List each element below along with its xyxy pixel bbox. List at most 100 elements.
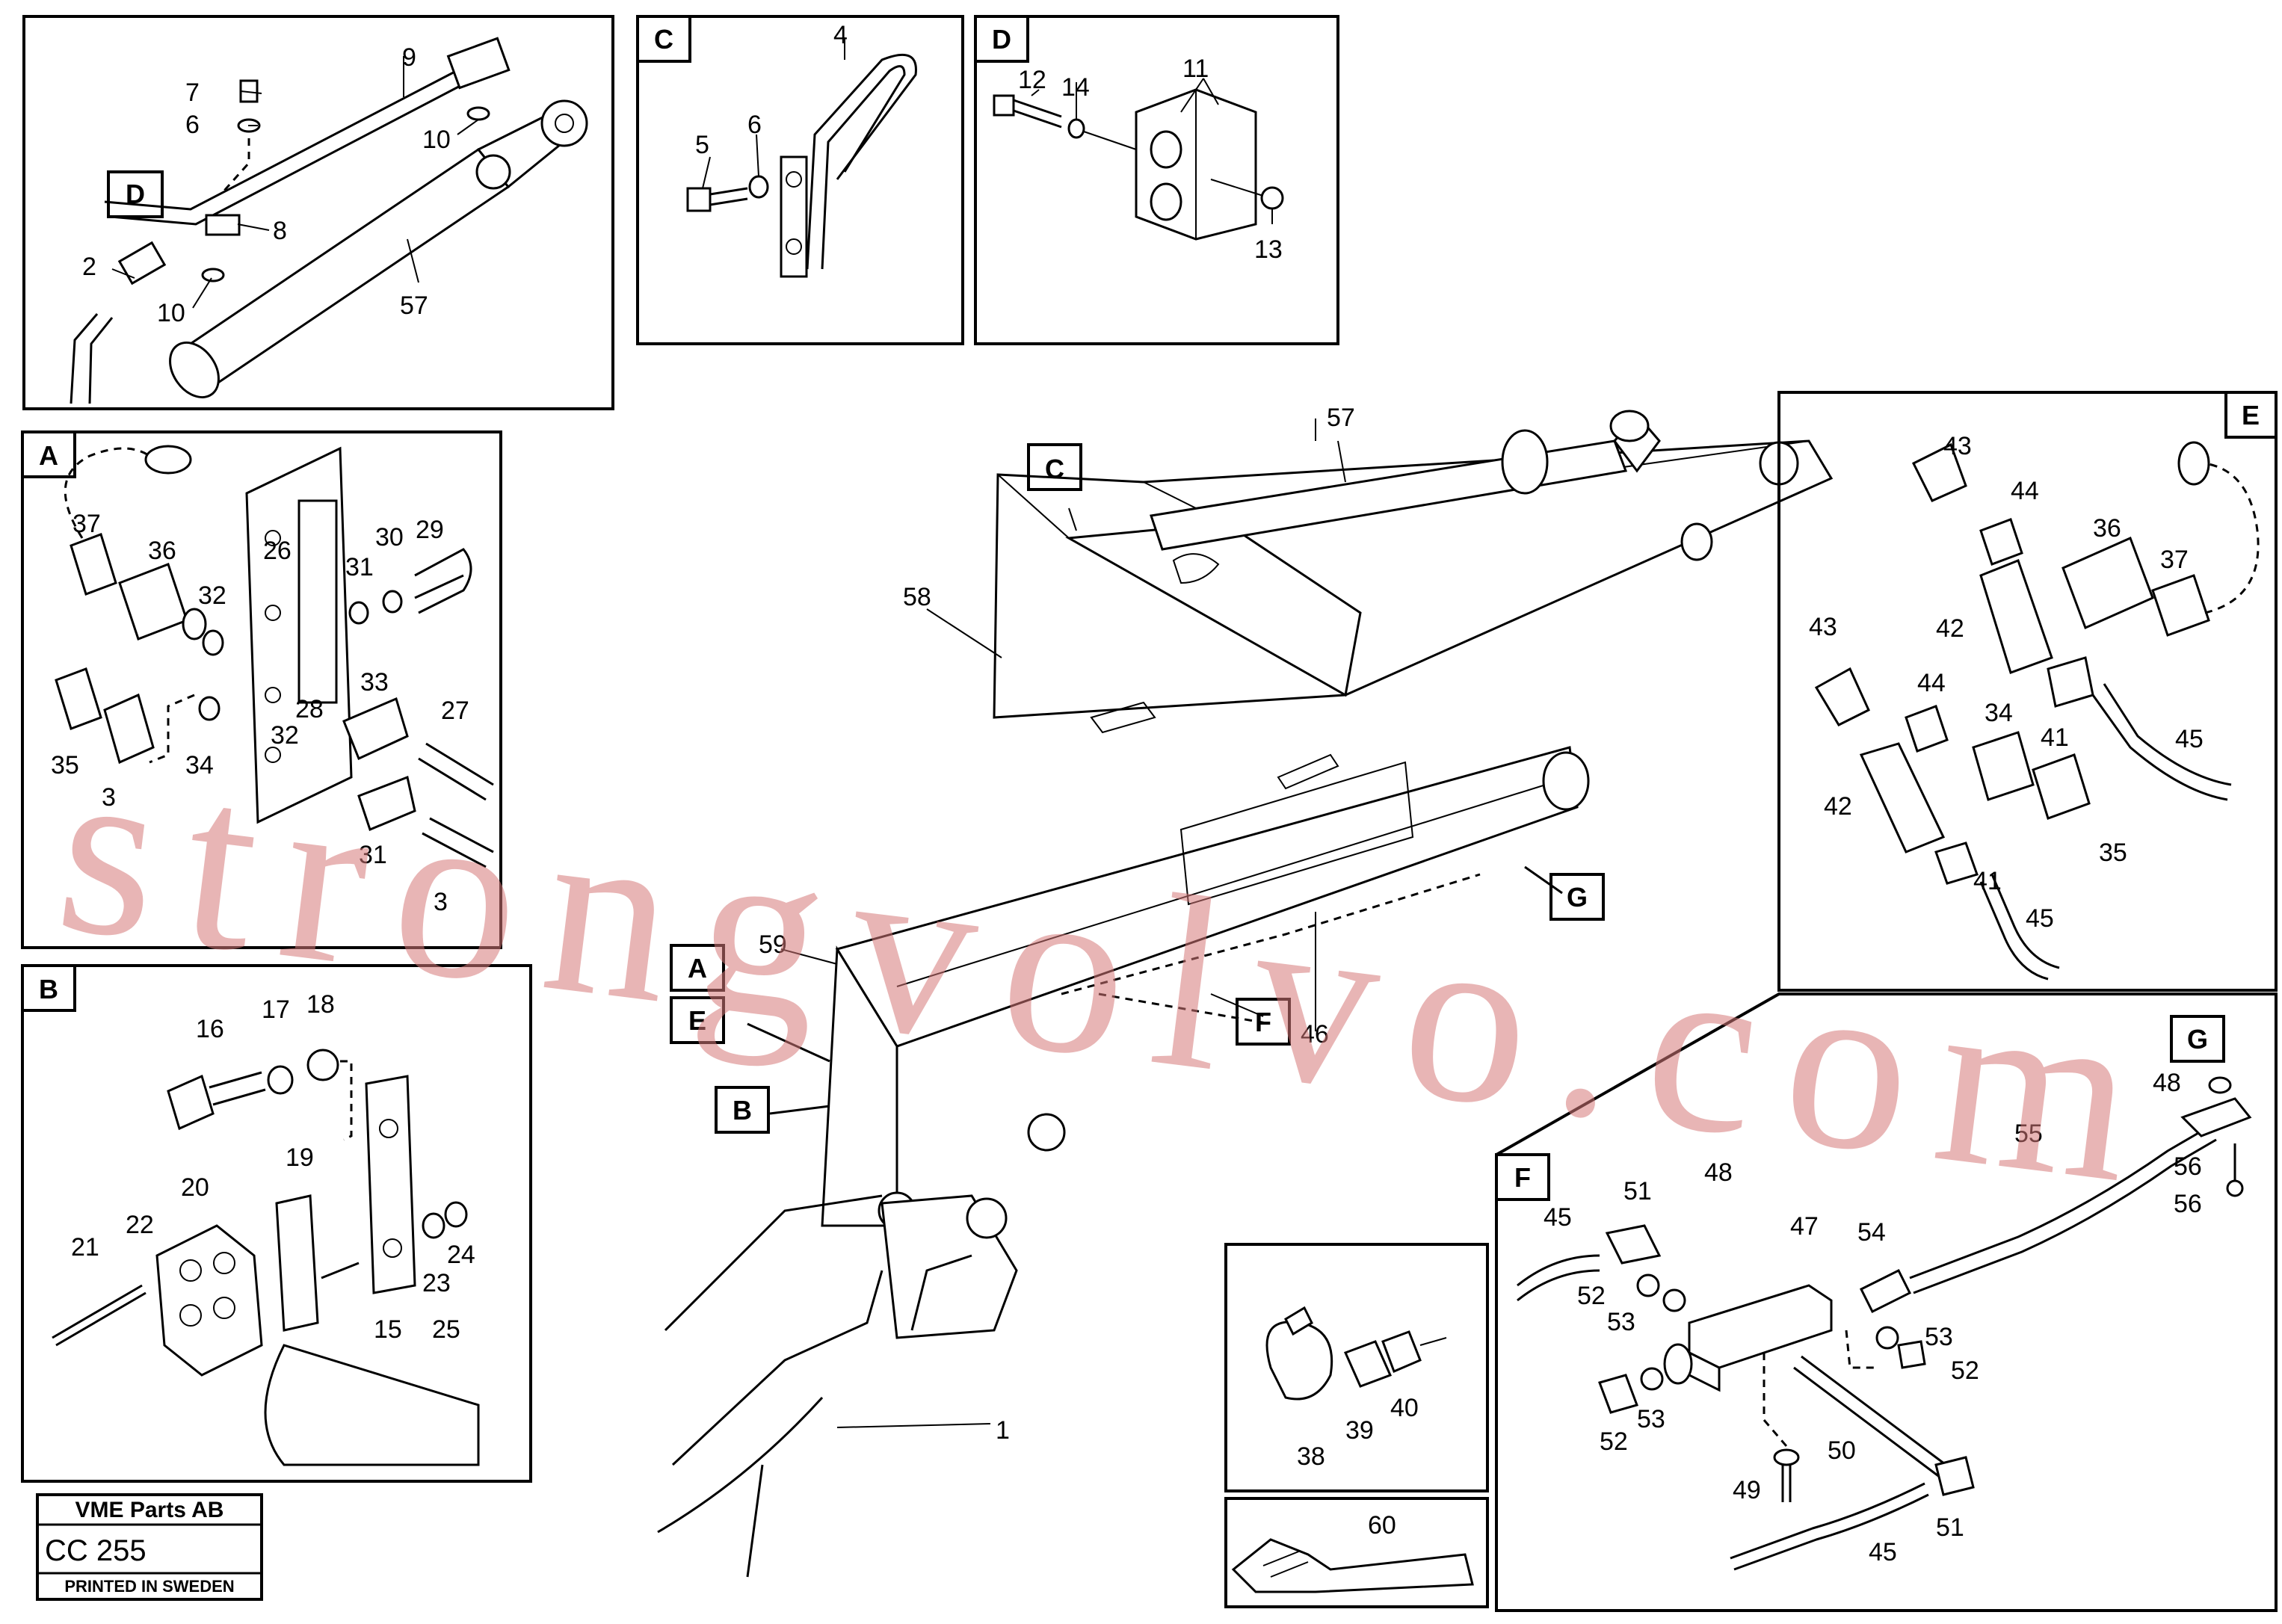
callout-41a: 41 <box>2041 723 2069 752</box>
stamp-footer: PRINTED IN SWEDEN <box>64 1577 234 1596</box>
tag-f: F <box>1514 1162 1531 1193</box>
callout-19: 19 <box>286 1143 314 1172</box>
callout-6: 6 <box>185 111 200 139</box>
stamp-company: VME Parts AB <box>75 1498 224 1522</box>
callout-15: 15 <box>374 1315 402 1344</box>
callout-35-a: 35 <box>51 751 79 779</box>
callout-26: 26 <box>263 537 292 565</box>
parts-stamp: VME Parts AB CC 255 PRINTED IN SWEDEN <box>36 1493 263 1601</box>
callout-45-f2: 45 <box>1869 1538 1897 1566</box>
callout-44a: 44 <box>2011 477 2039 505</box>
callout-31a: 31 <box>345 553 374 581</box>
tag-b-main: B <box>733 1095 752 1126</box>
callout-34-a: 3 <box>102 783 116 812</box>
panel-detail-d: D 11 12 14 13 <box>974 15 1339 345</box>
panel-detail-f: F G 48 51 47 54 45 52 <box>1495 992 2278 1612</box>
stamp-code: CC 255 <box>45 1534 147 1567</box>
callout-11: 11 <box>1182 55 1209 83</box>
callout-29: 29 <box>416 516 444 544</box>
tag-a-main: A <box>688 953 707 984</box>
callout-36-a: 36 <box>148 537 176 565</box>
callout-51a: 51 <box>1623 1177 1652 1205</box>
callout-59: 59 <box>759 930 787 959</box>
tag-d: D <box>992 24 1011 55</box>
callout-56b: 56 <box>2174 1190 2202 1218</box>
panel-mat-detail: 60 <box>1224 1497 1489 1608</box>
panel-detail-a: A 37 36 26 30 2 <box>21 430 502 949</box>
callout-57-main: 57 <box>1327 404 1355 432</box>
panel-cylinder-detail: D 9 7 6 10 8 2 10 57 <box>22 15 614 410</box>
callout-7: 7 <box>185 78 200 107</box>
callout-16: 16 <box>196 1015 224 1043</box>
callout-52c: 52 <box>1600 1427 1628 1456</box>
callout-20: 20 <box>181 1173 209 1202</box>
callout-8: 8 <box>273 217 287 245</box>
callout-53c: 53 <box>1637 1405 1665 1433</box>
tag-c-main: C <box>1045 454 1064 484</box>
callout-21: 21 <box>71 1233 99 1262</box>
callout-2: 2 <box>82 253 96 281</box>
callout-24: 24 <box>447 1241 475 1269</box>
tag-e: E <box>2242 400 2260 430</box>
callout-37-a: 37 <box>73 510 101 538</box>
callout-18: 18 <box>306 990 335 1019</box>
callout-52b: 52 <box>1951 1356 1979 1385</box>
tag-d-topleft <box>107 170 164 218</box>
callout-53b: 53 <box>1925 1323 1953 1351</box>
callout-51b: 51 <box>1936 1513 1964 1542</box>
callout-3a: 27 <box>441 697 469 725</box>
callout-35-e: 35 <box>2099 839 2127 867</box>
callout-43a: 43 <box>1943 432 1972 460</box>
callout-45-f1: 45 <box>1544 1203 1572 1232</box>
watermark-text: strongvolvo.com <box>46 709 2177 1238</box>
callout-50: 50 <box>1828 1436 1856 1465</box>
callout-10a: 10 <box>422 126 451 154</box>
main-boom-view: C A E B F G 57 58 59 46 1 <box>657 404 1834 1578</box>
callout-1: 1 <box>996 1416 1010 1445</box>
callout-48-g: 48 <box>2153 1069 2181 1097</box>
callout-14: 14 <box>1061 73 1090 102</box>
callout-49: 49 <box>1733 1476 1761 1504</box>
callout-32a: 32 <box>198 581 226 610</box>
tag-f-main: F <box>1255 1007 1271 1037</box>
callout-17: 17 <box>262 995 290 1024</box>
callout-3b: 3 <box>434 888 448 916</box>
tag-b: B <box>39 974 58 1004</box>
callout-57-top: 57 <box>400 291 428 320</box>
callout-43b: 43 <box>1809 613 1837 641</box>
tag-c: C <box>654 24 673 55</box>
tag-g: G <box>2187 1024 2208 1055</box>
callout-53a: 53 <box>1607 1308 1635 1336</box>
callout-23: 23 <box>422 1269 451 1297</box>
callout-52a: 52 <box>1577 1282 1606 1310</box>
callout-47: 47 <box>1790 1212 1819 1241</box>
callout-55: 55 <box>2014 1120 2043 1148</box>
callout-45a: 45 <box>2175 725 2204 753</box>
callout-56a: 56 <box>2174 1152 2202 1181</box>
callout-39: 39 <box>1345 1416 1374 1445</box>
callout-5: 5 <box>695 131 709 159</box>
callout-10b: 10 <box>157 299 185 327</box>
tag-a: A <box>39 440 58 471</box>
callout-30: 30 <box>375 523 404 552</box>
callout-25: 25 <box>432 1315 460 1344</box>
callout-40: 40 <box>1390 1394 1419 1422</box>
callout-36-e: 36 <box>2093 514 2121 543</box>
tag-e-main: E <box>688 1005 706 1036</box>
callout-28: 28 <box>295 695 324 723</box>
callout-27: 32 <box>271 721 299 750</box>
callout-60: 60 <box>1368 1511 1396 1540</box>
callout-31b: 31 <box>359 841 387 869</box>
callout-46: 46 <box>1301 1020 1329 1049</box>
callout-22: 22 <box>126 1211 154 1239</box>
callout-37-e: 37 <box>2160 546 2189 574</box>
callout-41b: 41 <box>1973 867 2002 895</box>
callout-42a: 42 <box>1936 614 1964 643</box>
callout-32b: 34 <box>185 751 214 779</box>
panel-detail-c: C 4 5 6 <box>636 15 964 345</box>
callout-9: 9 <box>402 43 416 72</box>
callout-33: 33 <box>360 668 389 697</box>
tag-g-main: G <box>1567 882 1588 913</box>
callout-45b: 45 <box>2026 904 2054 933</box>
